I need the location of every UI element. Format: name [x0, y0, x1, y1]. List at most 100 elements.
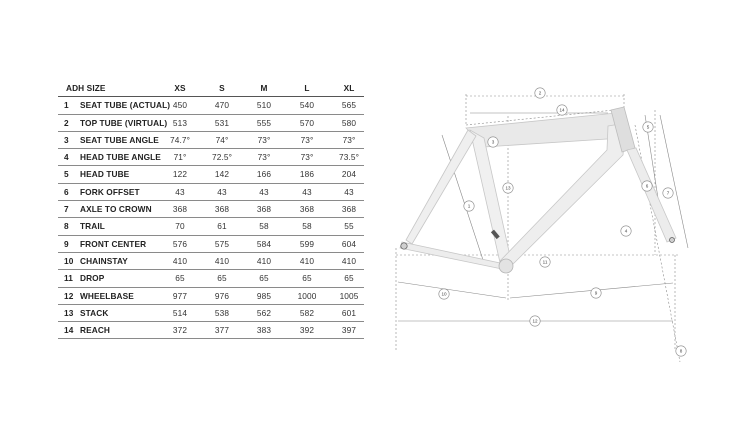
- row-value: 43: [302, 186, 312, 197]
- row-label: TOP TUBE (VIRTUAL): [80, 117, 168, 128]
- size-header: XL: [343, 83, 355, 93]
- row-number: 10: [64, 255, 74, 266]
- row-value: 977: [172, 290, 188, 301]
- size-header: XS: [174, 83, 186, 93]
- row-value: 73.5°: [339, 152, 359, 163]
- row-value: 538: [214, 307, 230, 318]
- size-header: L: [304, 83, 310, 93]
- row-value: 976: [214, 290, 230, 301]
- dimension-markers: [438, 87, 687, 357]
- row-value: 70: [175, 221, 185, 232]
- row-value: 368: [256, 204, 272, 215]
- row-value: 72.5°: [212, 152, 232, 163]
- row-value: 580: [341, 117, 357, 128]
- row-label: FORK OFFSET: [80, 186, 140, 197]
- row-value: 514: [172, 307, 188, 318]
- row-label: HEAD TUBE: [80, 169, 130, 180]
- row-value: 513: [172, 117, 188, 128]
- row-value: 43: [344, 186, 354, 197]
- row-value: 166: [256, 169, 272, 180]
- marker-label: 11: [543, 260, 548, 265]
- marker-label: 7: [667, 191, 670, 196]
- row-label: SEAT TUBE ANGLE: [80, 134, 159, 145]
- row-number: 1: [64, 100, 69, 111]
- row-value: 599: [299, 238, 315, 249]
- row-value: 204: [341, 169, 357, 180]
- row-label: REACH: [80, 325, 111, 336]
- row-value: 392: [299, 325, 315, 336]
- row-value: 450: [172, 100, 188, 111]
- row-value: 410: [299, 255, 315, 266]
- row-value: 58: [259, 221, 269, 232]
- row-value: 570: [299, 117, 315, 128]
- row-number: 2: [64, 117, 69, 128]
- row-value: 582: [299, 307, 315, 318]
- row-label: STACK: [80, 307, 109, 318]
- row-value: 383: [256, 325, 272, 336]
- row-value: 584: [256, 238, 272, 249]
- marker-label: 13: [505, 186, 511, 191]
- table-row: 1 SEAT TUBE (ACTUAL)450 470 510 540 565: [58, 97, 364, 115]
- size-header: M: [260, 83, 268, 93]
- row-value: 470: [214, 100, 230, 111]
- bike-frame: [399, 106, 677, 274]
- row-value: 540: [299, 100, 315, 111]
- row-value: 73°: [257, 134, 271, 145]
- row-value: 601: [341, 307, 357, 318]
- row-value: 397: [341, 325, 357, 336]
- marker-label: 6: [646, 184, 649, 189]
- row-label: CHAINSTAY: [80, 255, 128, 266]
- marker-label: 8: [680, 349, 683, 354]
- row-number: 4: [64, 152, 69, 163]
- row-number: 6: [64, 186, 69, 197]
- row-value: 410: [256, 255, 272, 266]
- row-value: 74°: [215, 134, 229, 145]
- row-label: HEAD TUBE ANGLE: [80, 152, 161, 163]
- row-number: 8: [64, 221, 69, 232]
- row-value: 74.7°: [170, 134, 190, 145]
- row-value: 531: [214, 117, 230, 128]
- row-value: 565: [341, 100, 357, 111]
- row-value: 604: [341, 238, 357, 249]
- row-value: 142: [214, 169, 230, 180]
- row-value: 73°: [300, 134, 314, 145]
- row-value: 510: [256, 100, 272, 111]
- row-label: DROP: [80, 273, 105, 284]
- marker-label: 1: [468, 204, 471, 209]
- marker-label: 9: [595, 291, 598, 296]
- row-number: 14: [64, 325, 74, 336]
- row-value: 575: [214, 238, 230, 249]
- row-value: 186: [299, 169, 315, 180]
- size-header: S: [219, 83, 225, 93]
- row-value: 65: [302, 273, 312, 284]
- row-value: 43: [175, 186, 185, 197]
- row-label: WHEELBASE: [80, 290, 134, 301]
- row-value: 368: [172, 204, 188, 215]
- row-value: 71°: [173, 152, 187, 163]
- row-value: 122: [172, 169, 188, 180]
- row-value: 43: [259, 186, 269, 197]
- row-value: 65: [259, 273, 269, 284]
- table-header-row: ADH SIZE XS S M L XL: [58, 80, 364, 98]
- row-value: 58: [302, 221, 312, 232]
- row-value: 65: [175, 273, 185, 284]
- row-number: 7: [64, 204, 69, 215]
- row-value: 73°: [300, 152, 314, 163]
- row-value: 410: [214, 255, 230, 266]
- row-label: SEAT TUBE (ACTUAL): [80, 100, 171, 111]
- marker-label: 14: [559, 108, 565, 113]
- row-value: 562: [256, 307, 272, 318]
- row-number: 11: [64, 273, 73, 284]
- marker-label: 12: [532, 319, 538, 324]
